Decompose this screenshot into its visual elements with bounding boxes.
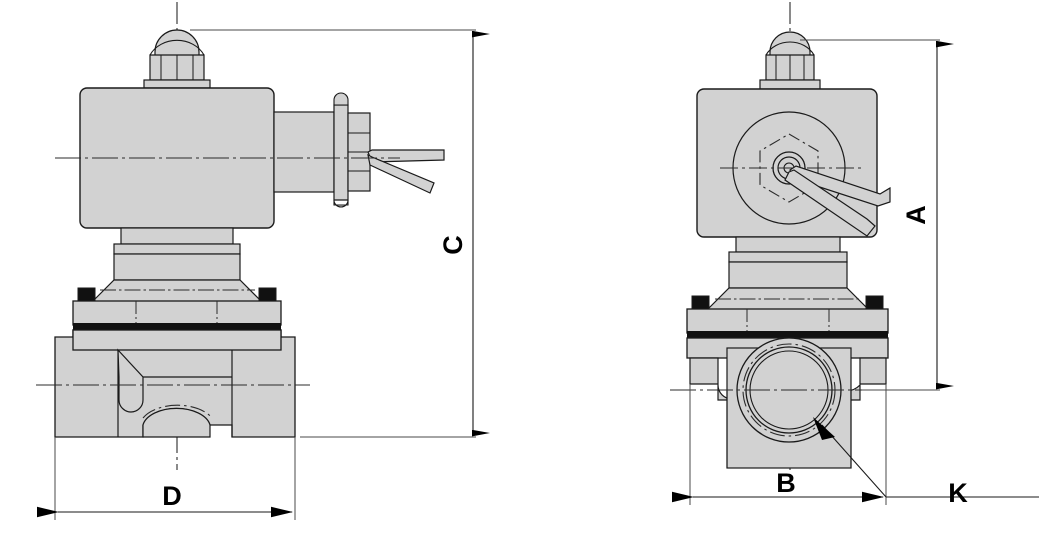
armature-tube-front	[90, 227, 264, 303]
connector-hex-hidden-outline	[759, 133, 819, 203]
flange-bolt-right-side	[865, 295, 884, 310]
electrical-connector-front	[273, 92, 371, 208]
lead-wires-front	[367, 149, 445, 194]
gasket-seal-front	[73, 323, 281, 330]
dimension-C-label: C	[438, 235, 468, 255]
flange-bolt-left-side	[691, 295, 710, 310]
callout-K-label: K	[948, 478, 968, 508]
flange-bolt-right	[258, 287, 277, 302]
dimension-A-label: A	[901, 205, 931, 225]
callout-K-leader-line	[821, 424, 1039, 498]
callout-K: K	[813, 417, 1039, 508]
dimension-B: B	[672, 384, 887, 505]
dimension-A: A	[800, 39, 954, 391]
dimension-D-label: D	[162, 481, 182, 511]
electrical-connector-side	[720, 111, 862, 225]
dimension-B-label: B	[776, 468, 796, 498]
armature-tube-side	[705, 236, 871, 311]
lead-wires-side	[784, 165, 891, 237]
dimension-C: C	[190, 29, 490, 438]
dome-cap-nut-front	[143, 29, 211, 89]
side-view: A B K	[670, 2, 1039, 508]
flange-bolt-left	[77, 287, 96, 302]
front-view: C D	[36, 2, 490, 520]
dimension-D: D	[37, 437, 296, 520]
valve-body-front	[54, 329, 296, 438]
callout-K-arrowhead	[813, 417, 835, 440]
gasket-seal-side	[687, 331, 888, 338]
dome-cap-nut-side	[759, 31, 821, 90]
